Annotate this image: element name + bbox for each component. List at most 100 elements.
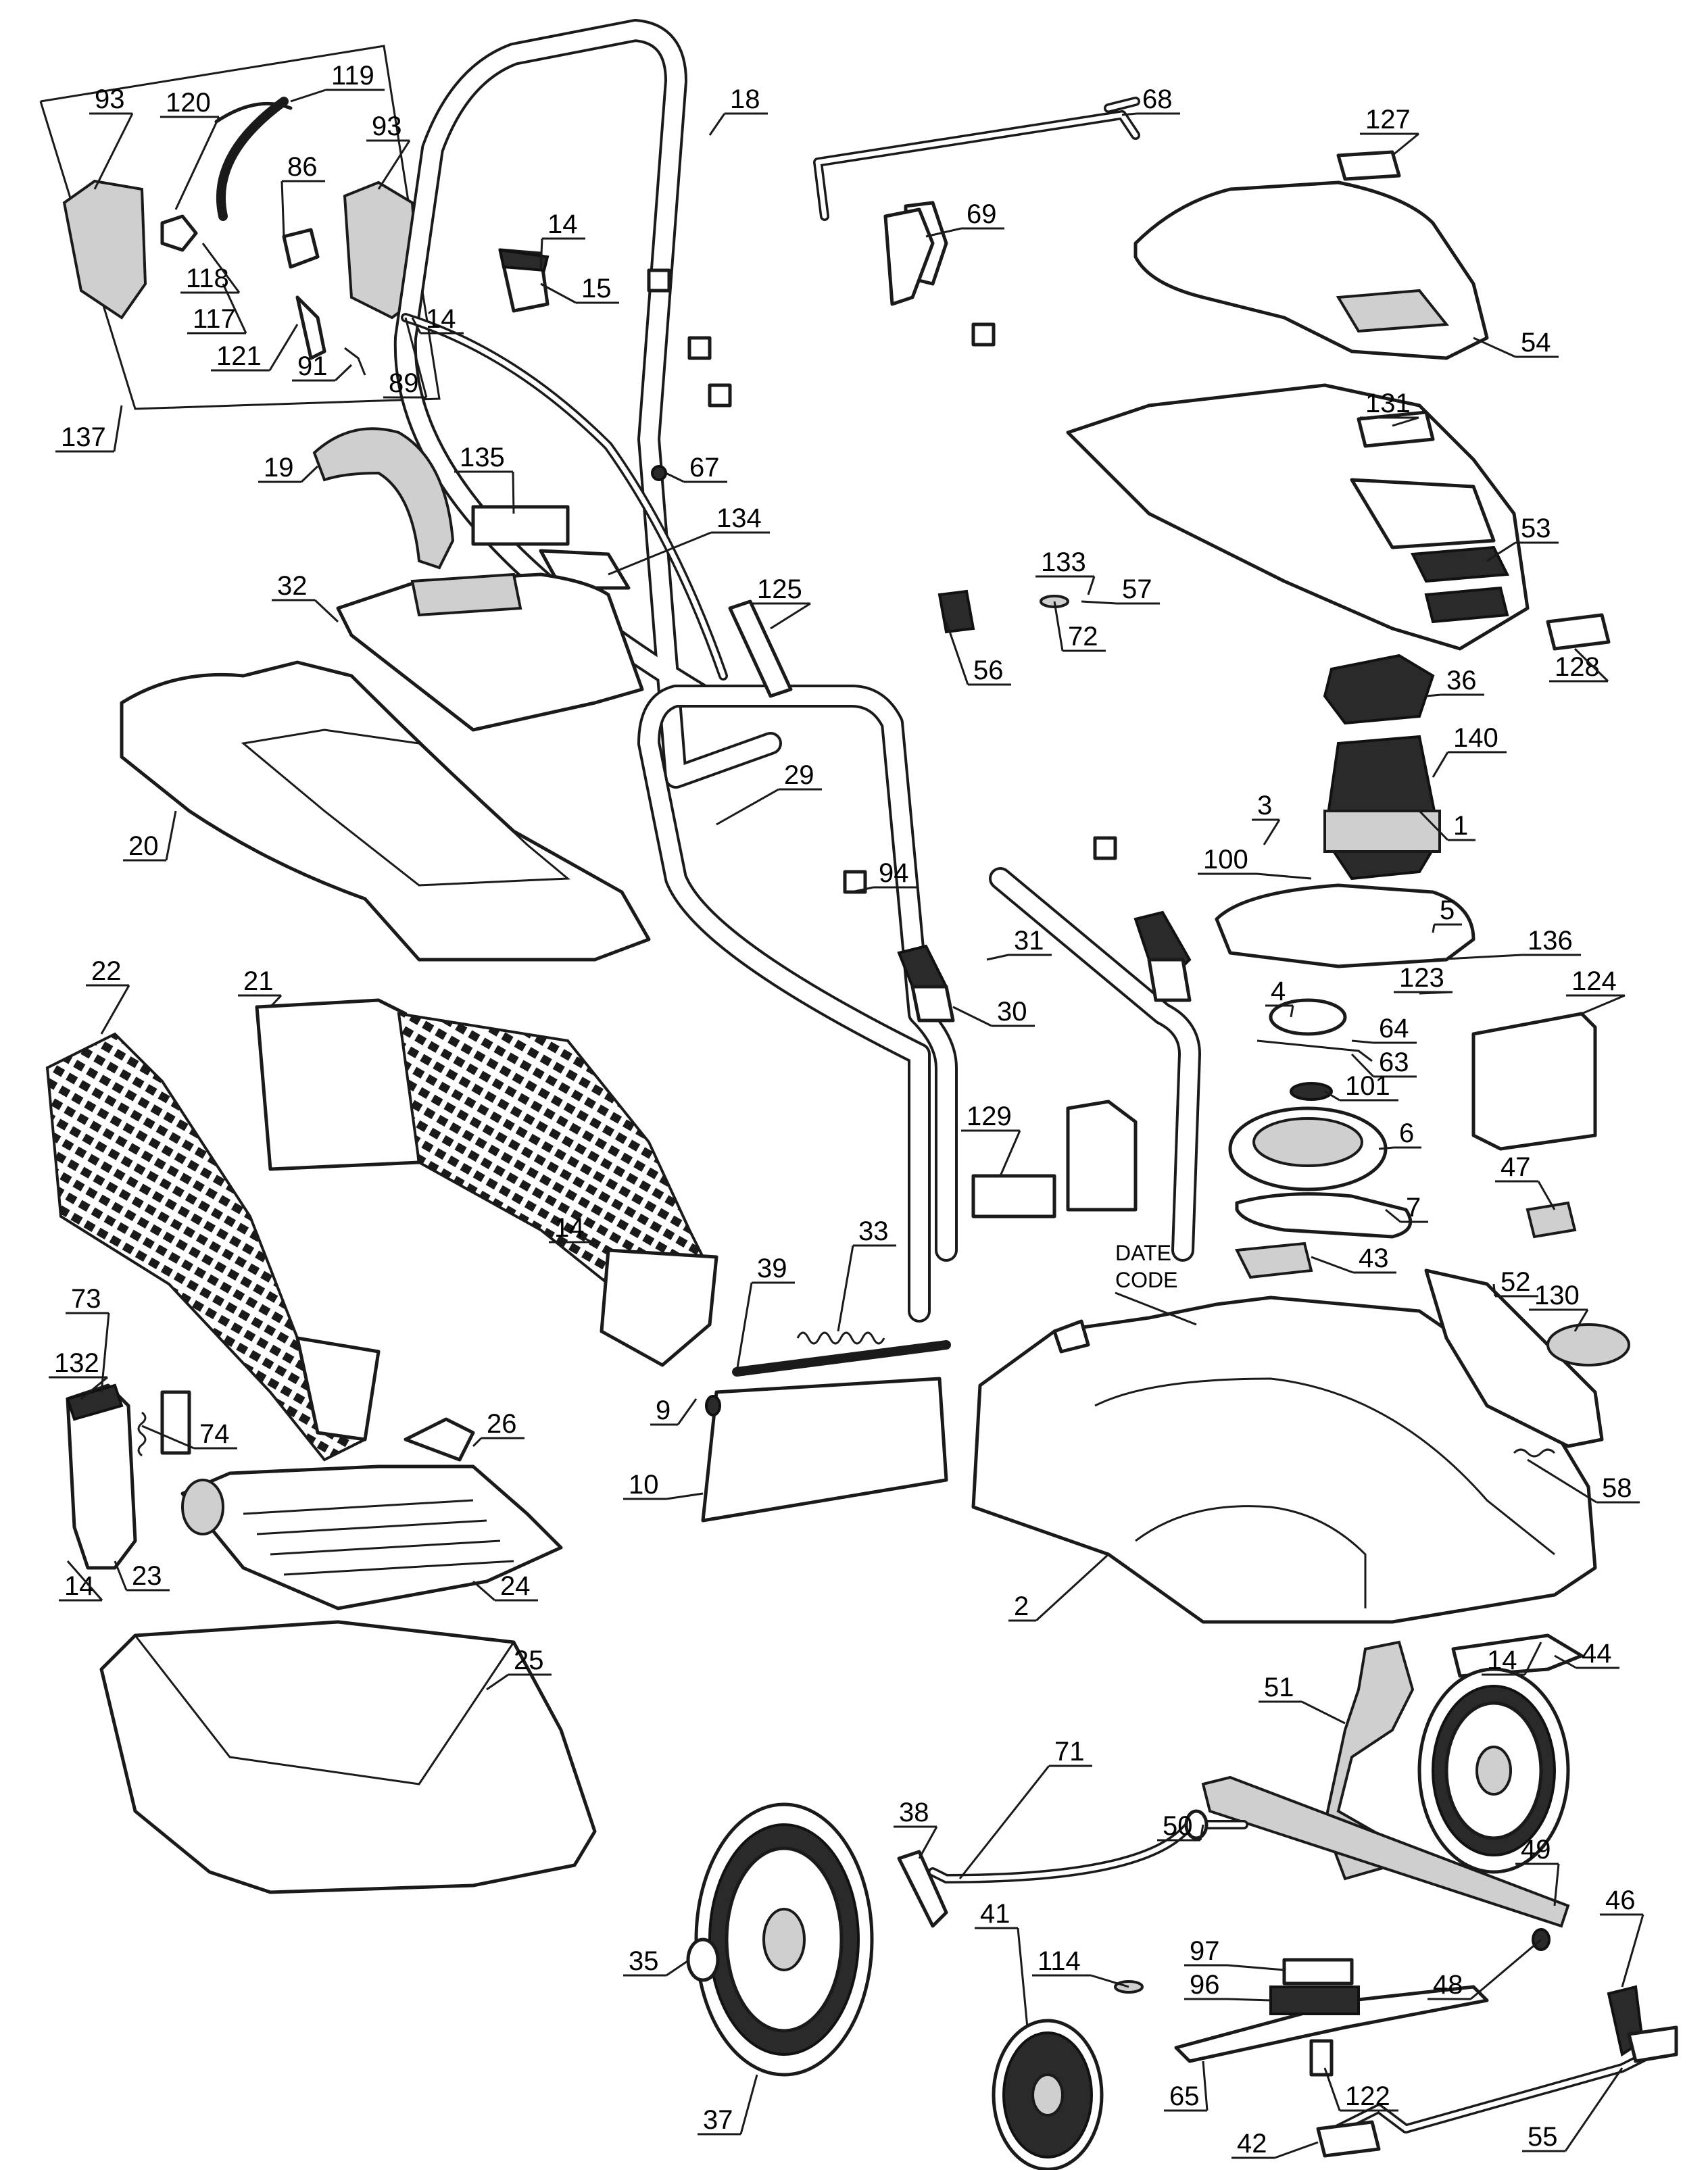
deck-cover (1066, 383, 1530, 651)
callout-number: 136 (1528, 926, 1573, 956)
callout-leader (66, 1560, 103, 1601)
callout-leader (739, 2074, 758, 2135)
callout-133: 133 (1035, 547, 1096, 595)
callout-number: 44 (1582, 1639, 1612, 1669)
callout-68: 68 (1121, 84, 1180, 116)
callout-leader (472, 1437, 483, 1448)
callout-leader (1385, 1208, 1401, 1223)
callout-number: 14 (1487, 1646, 1517, 1675)
callout-74: 74 (141, 1419, 237, 1450)
callout-leader (201, 243, 241, 293)
callout-number: 100 (1203, 845, 1248, 874)
callout-131: 131 (1360, 389, 1419, 427)
part-43 (1234, 1241, 1313, 1279)
grass-box-side-right (255, 998, 421, 1171)
callout-leader (1581, 994, 1626, 1015)
callout-14: 14 (549, 1213, 593, 1243)
callout-leader (114, 1560, 128, 1591)
callout-number: 120 (166, 88, 211, 118)
callout-number: 130 (1534, 1281, 1580, 1310)
part-97 (1282, 1958, 1354, 1986)
callout-14: 14 (1482, 1642, 1542, 1676)
callout-7: 7 (1385, 1193, 1428, 1223)
callout-number: 51 (1264, 1673, 1294, 1702)
callout-leader (1274, 2141, 1319, 2159)
callout-number: 86 (287, 152, 318, 182)
callout-leader (113, 405, 123, 452)
callout-3: 3 (1252, 791, 1281, 845)
callout-30: 30 (952, 997, 1035, 1027)
callout-leader (1492, 1283, 1496, 1297)
callout-63: 63 (1350, 1047, 1417, 1078)
callout-118: 118 (180, 243, 241, 294)
callout-47: 47 (1495, 1152, 1556, 1210)
callout-number: 30 (997, 997, 1027, 1027)
callout-leader (837, 1245, 854, 1332)
callout-50: 50 (1157, 1811, 1204, 1842)
callout-number: 64 (1379, 1014, 1409, 1043)
callout-number: 48 (1433, 1970, 1463, 2000)
callout-14: 14 (411, 304, 464, 335)
callout-leader (1392, 132, 1419, 157)
callout-leader (1351, 1039, 1374, 1044)
callout-26: 26 (472, 1409, 524, 1448)
callout-19: 19 (258, 453, 319, 483)
callout-140: 140 (1432, 723, 1507, 778)
callout-leader (472, 1580, 495, 1602)
belt-cover (1471, 1012, 1597, 1151)
callout-119: 119 (290, 61, 385, 103)
callout-number: 31 (1014, 926, 1044, 956)
callout-number: 43 (1359, 1243, 1389, 1273)
callout-leader (1425, 693, 1442, 697)
blade-adapter (1269, 1986, 1360, 2015)
callout-number: 133 (1041, 547, 1086, 577)
callout-86: 86 (280, 152, 325, 237)
hinge-rod (732, 1340, 951, 1377)
callout-number: 54 (1521, 328, 1551, 357)
callout-number: 21 (243, 966, 274, 996)
callout-leader (411, 317, 422, 334)
callout-leader (1053, 601, 1064, 651)
callout-number: 140 (1453, 723, 1498, 753)
callout-leader (1378, 1146, 1394, 1150)
callout-leader (1553, 1863, 1560, 1906)
callout-number: 124 (1571, 966, 1617, 996)
callout-leader (716, 788, 779, 826)
callout-93: 93 (366, 112, 411, 190)
callout-leader (1432, 751, 1449, 778)
callout-29: 29 (716, 760, 822, 826)
callout-number: 49 (1521, 1835, 1551, 1865)
callout-51: 51 (1259, 1673, 1346, 1725)
callout-number: 132 (54, 1348, 99, 1378)
torsion-spring (796, 1331, 885, 1345)
callout-leader (1081, 600, 1117, 605)
callout-leader (1486, 541, 1516, 562)
callout-97: 97 (1184, 1936, 1285, 1971)
blade-bolt (1309, 2039, 1334, 2077)
callout-number: 50 (1163, 1811, 1193, 1841)
callout-101: 101 (1324, 1071, 1398, 1102)
callout-leader (1323, 2067, 1341, 2111)
callout-leader (1564, 2067, 1624, 2152)
callout-38: 38 (894, 1798, 938, 1859)
callout-4: 4 (1265, 977, 1294, 1018)
callout-leader (666, 1492, 704, 1500)
mower-deck (971, 1296, 1597, 1624)
callout-leader (268, 324, 299, 371)
callout-number: 137 (61, 422, 106, 452)
callout-leader (1087, 576, 1096, 595)
callout-89: 89 (383, 317, 428, 399)
callout-number: 63 (1379, 1047, 1409, 1077)
callout-53: 53 (1486, 514, 1559, 562)
callout-14: 14 (59, 1560, 103, 1602)
date-code-line: CODE (1115, 1268, 1177, 1292)
callout-54: 54 (1473, 328, 1559, 358)
callout-number: 18 (730, 84, 760, 114)
callout-number: 46 (1605, 1885, 1636, 1915)
callout-number: 58 (1602, 1473, 1632, 1503)
callout-number: 135 (460, 443, 505, 472)
callout-57: 57 (1081, 574, 1160, 605)
callout-18: 18 (708, 84, 768, 136)
callout-132: 132 (49, 1348, 108, 1400)
